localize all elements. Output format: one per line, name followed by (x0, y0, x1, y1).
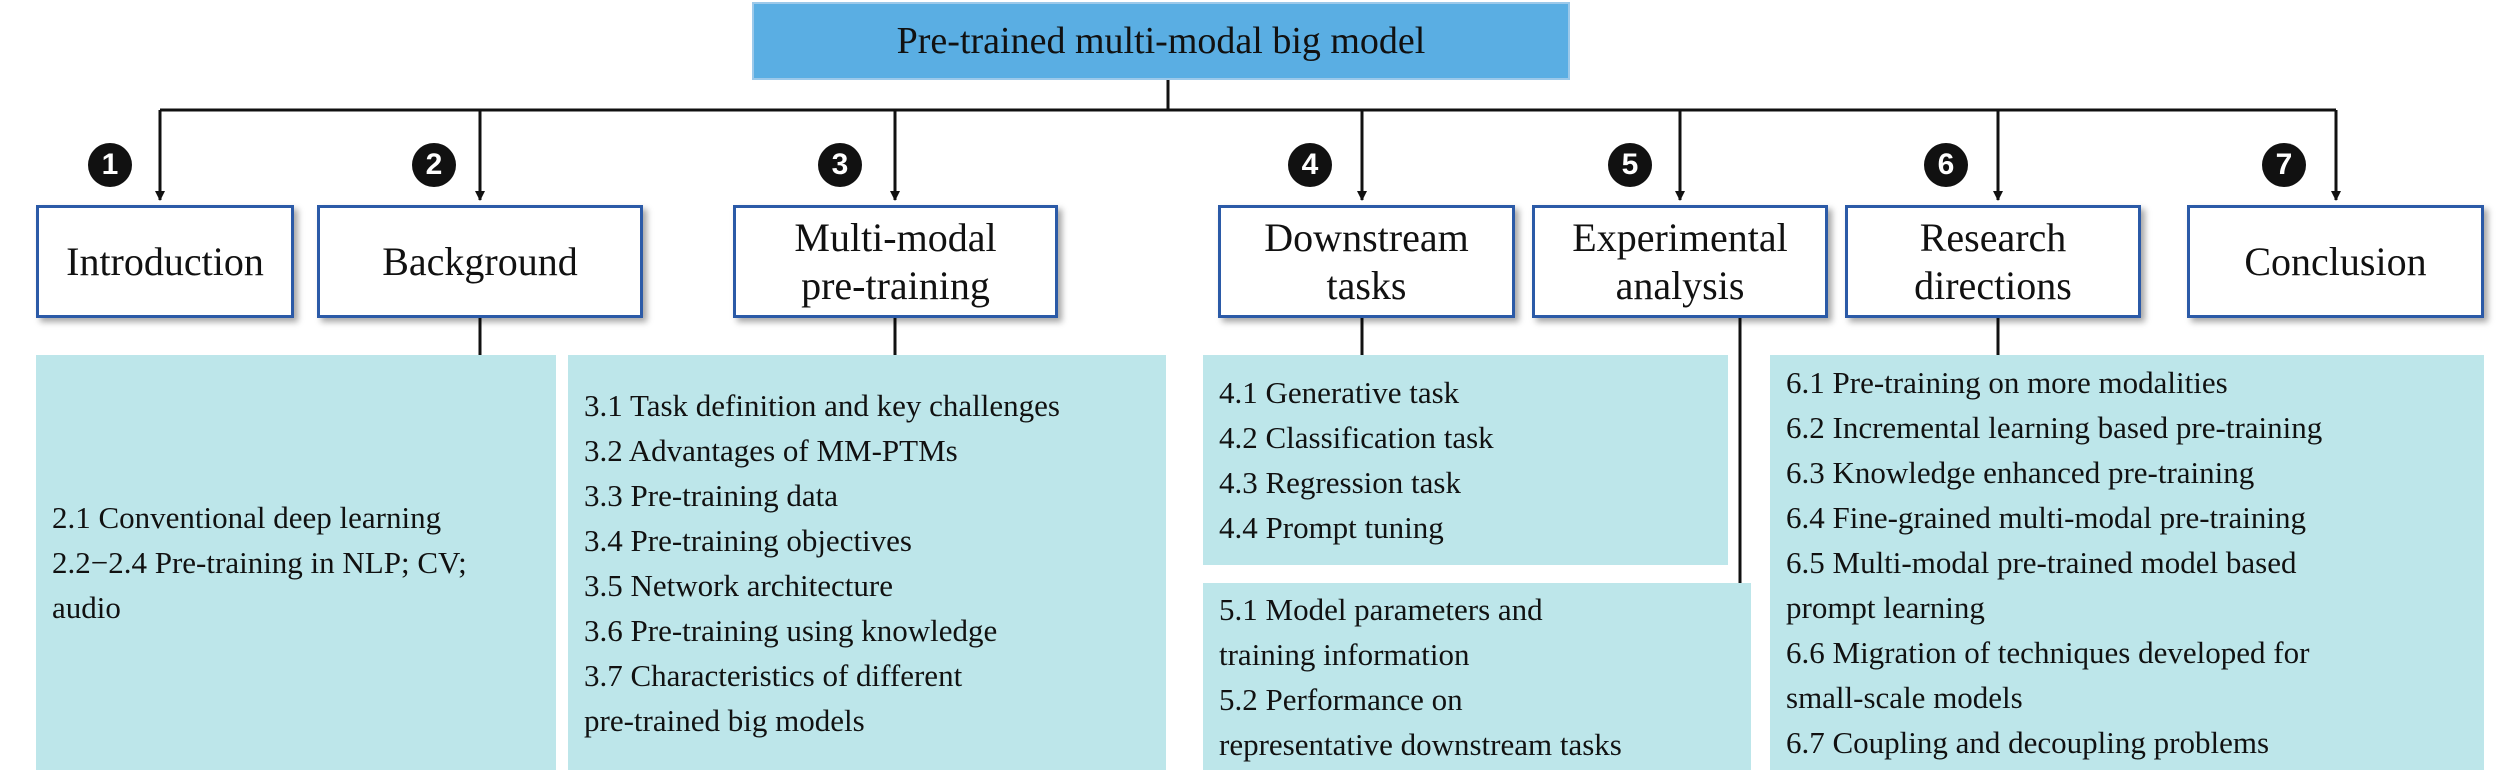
section-box-downstream-tasks: Downstream tasks (1218, 205, 1515, 318)
section-label: Multi-modal pre-training (794, 214, 997, 308)
section-number-badge: 5 (1608, 143, 1652, 187)
downstream-subsections-panel: 4.1 Generative task 4.2 Classification t… (1203, 355, 1728, 565)
subsection-item: 6.5 Multi-modal pre-trained model based … (1786, 545, 2297, 625)
section-label: Introduction (66, 238, 264, 284)
section-number-badge: 3 (818, 143, 862, 187)
subsection-item: 3.4 Pre-training objectives (584, 522, 912, 558)
section-number-badge: 6 (1924, 143, 1968, 187)
section-label: Background (382, 238, 578, 284)
section-label: Experimental analysis (1572, 214, 1788, 308)
section-box-background: Background (317, 205, 643, 318)
subsection-item: 2.1 Conventional deep learning (52, 500, 442, 535)
section-box-experimental-analysis: Experimental analysis (1532, 205, 1828, 318)
root-title-box: Pre-trained multi-modal big model (752, 2, 1570, 80)
section-number-badge: 2 (412, 143, 456, 187)
subsection-item: 6.6 Migration of techniques developed fo… (1786, 635, 2310, 715)
section-number-badge: 1 (88, 143, 132, 187)
subsection-item: 6.7 Coupling and decoupling problems (1786, 725, 2270, 760)
research-subsections-panel: 6.1 Pre-training on more modalities 6.2 … (1770, 355, 2484, 770)
subsection-item: 3.1 Task definition and key challenges (584, 387, 1060, 423)
subsection-item: 5.1 Model parameters and training inform… (1219, 591, 1543, 672)
subsection-item: 6.2 Incremental learning based pre-train… (1786, 410, 2323, 445)
subsection-item: 3.6 Pre-training using knowledge (584, 612, 998, 648)
subsection-item: 6.4 Fine-grained multi-modal pre-trainin… (1786, 500, 2306, 535)
subsection-item: 4.1 Generative task (1219, 375, 1460, 410)
subsection-item: 4.3 Regression task (1219, 465, 1461, 500)
root-title: Pre-trained multi-modal big model (896, 20, 1426, 62)
section-label: Conclusion (2244, 238, 2427, 284)
section-number-badge: 7 (2262, 143, 2306, 187)
experimental-subsections-panel: 5.1 Model parameters and training inform… (1203, 583, 1751, 770)
section-box-introduction: Introduction (36, 205, 294, 318)
subsection-item: 6.3 Knowledge enhanced pre-training (1786, 455, 2255, 490)
subsection-item: 3.3 Pre-training data (584, 477, 838, 513)
section-box-multi-modal-pretraining: Multi-modal pre-training (733, 205, 1058, 318)
section-label: Research directions (1914, 214, 2072, 308)
subsection-item: 4.2 Classification task (1219, 420, 1494, 455)
section-label: Downstream tasks (1264, 214, 1469, 308)
subsection-item: 6.1 Pre-training on more modalities (1786, 365, 2228, 400)
pretraining-subsections-panel: 3.1 Task definition and key challenges 3… (568, 355, 1166, 770)
section-number-badge: 4 (1288, 143, 1332, 187)
background-subsections-panel: 2.1 Conventional deep learning 2.2−2.4 P… (36, 355, 556, 770)
subsection-item: 3.5 Network architecture (584, 567, 894, 603)
subsection-item: 3.7 Characteristics of different pre-tra… (584, 657, 963, 738)
section-box-research-directions: Research directions (1845, 205, 2141, 318)
section-box-conclusion: Conclusion (2187, 205, 2484, 318)
subsection-item: 5.2 Performance on representative downst… (1219, 681, 1622, 762)
subsection-item: 2.2−2.4 Pre-training in NLP; CV; audio (52, 545, 467, 625)
subsection-item: 4.4 Prompt tuning (1219, 510, 1444, 545)
subsection-item: 3.2 Advantages of MM-PTMs (584, 432, 958, 468)
